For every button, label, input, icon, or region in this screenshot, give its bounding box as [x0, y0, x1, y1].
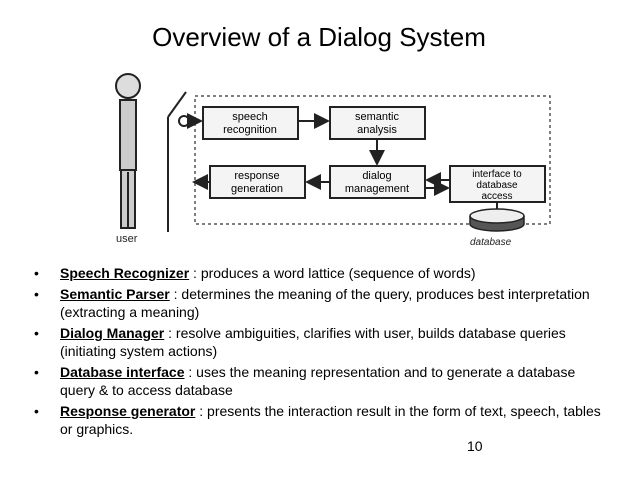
bullet-dot: • [34, 364, 39, 380]
bullet-term: Semantic Parser [60, 286, 170, 302]
bullet-dot: • [34, 403, 39, 419]
svg-text:analysis: analysis [357, 124, 397, 136]
svg-text:database: database [476, 180, 518, 191]
response-generation-box: response generation [209, 165, 306, 199]
bullet-response-generator: • Response generator : presents the inte… [34, 402, 614, 438]
svg-text:access: access [481, 191, 512, 202]
bullet-term: Speech Recognizer [60, 265, 190, 281]
bullet-term: Response generator [60, 403, 196, 419]
bullet-text: : presents the interaction result in the… [60, 403, 601, 437]
bullet-dot: • [34, 325, 39, 341]
bullet-text: : uses the meaning representation and to… [60, 364, 576, 398]
bullet-dot: • [34, 265, 39, 281]
bullet-speech-recognizer: • Speech Recognizer : produces a word la… [34, 264, 614, 282]
page-number: 10 [467, 438, 483, 454]
interface-to-database-box: interface to database access [449, 165, 546, 203]
bullet-dialog-manager: • Dialog Manager : resolve ambiguities, … [34, 324, 614, 360]
svg-text:dialog: dialog [362, 170, 391, 182]
bullet-term: Dialog Manager [60, 325, 165, 341]
svg-text:speech: speech [232, 111, 267, 123]
bullet-list: • Speech Recognizer : produces a word la… [34, 264, 614, 441]
svg-text:generation: generation [231, 183, 283, 195]
bullet-text: : resolve ambiguities, clarifies with us… [60, 325, 566, 359]
svg-text:semantic: semantic [355, 111, 400, 123]
speech-recognition-box: speech recognition [202, 106, 299, 140]
bullet-semantic-parser: • Semantic Parser : determines the meani… [34, 285, 614, 321]
slide-title: Overview of a Dialog System [152, 22, 486, 52]
microphone-icon [167, 91, 190, 232]
user-figure [115, 73, 141, 229]
bullet-term: Database interface [60, 364, 185, 380]
user-label: user [116, 233, 138, 245]
database-icon [469, 208, 525, 232]
svg-text:management: management [345, 183, 409, 195]
semantic-analysis-box: semantic analysis [329, 106, 426, 140]
dialog-management-box: dialog management [329, 165, 426, 199]
svg-text:interface to: interface to [472, 169, 522, 180]
svg-text:response: response [234, 170, 279, 182]
system-boundary [194, 95, 551, 225]
bullet-text: : produces a word lattice (sequence of w… [189, 265, 476, 281]
svg-text:recognition: recognition [223, 124, 277, 136]
database-label: database [470, 237, 512, 248]
bullet-database-interface: • Database interface : uses the meaning … [34, 363, 614, 399]
bullet-text: : determines the meaning of the query, p… [60, 286, 590, 320]
dialog-system-diagram: user speech recognition semantic analysi… [115, 73, 551, 248]
bullet-dot: • [34, 286, 39, 302]
